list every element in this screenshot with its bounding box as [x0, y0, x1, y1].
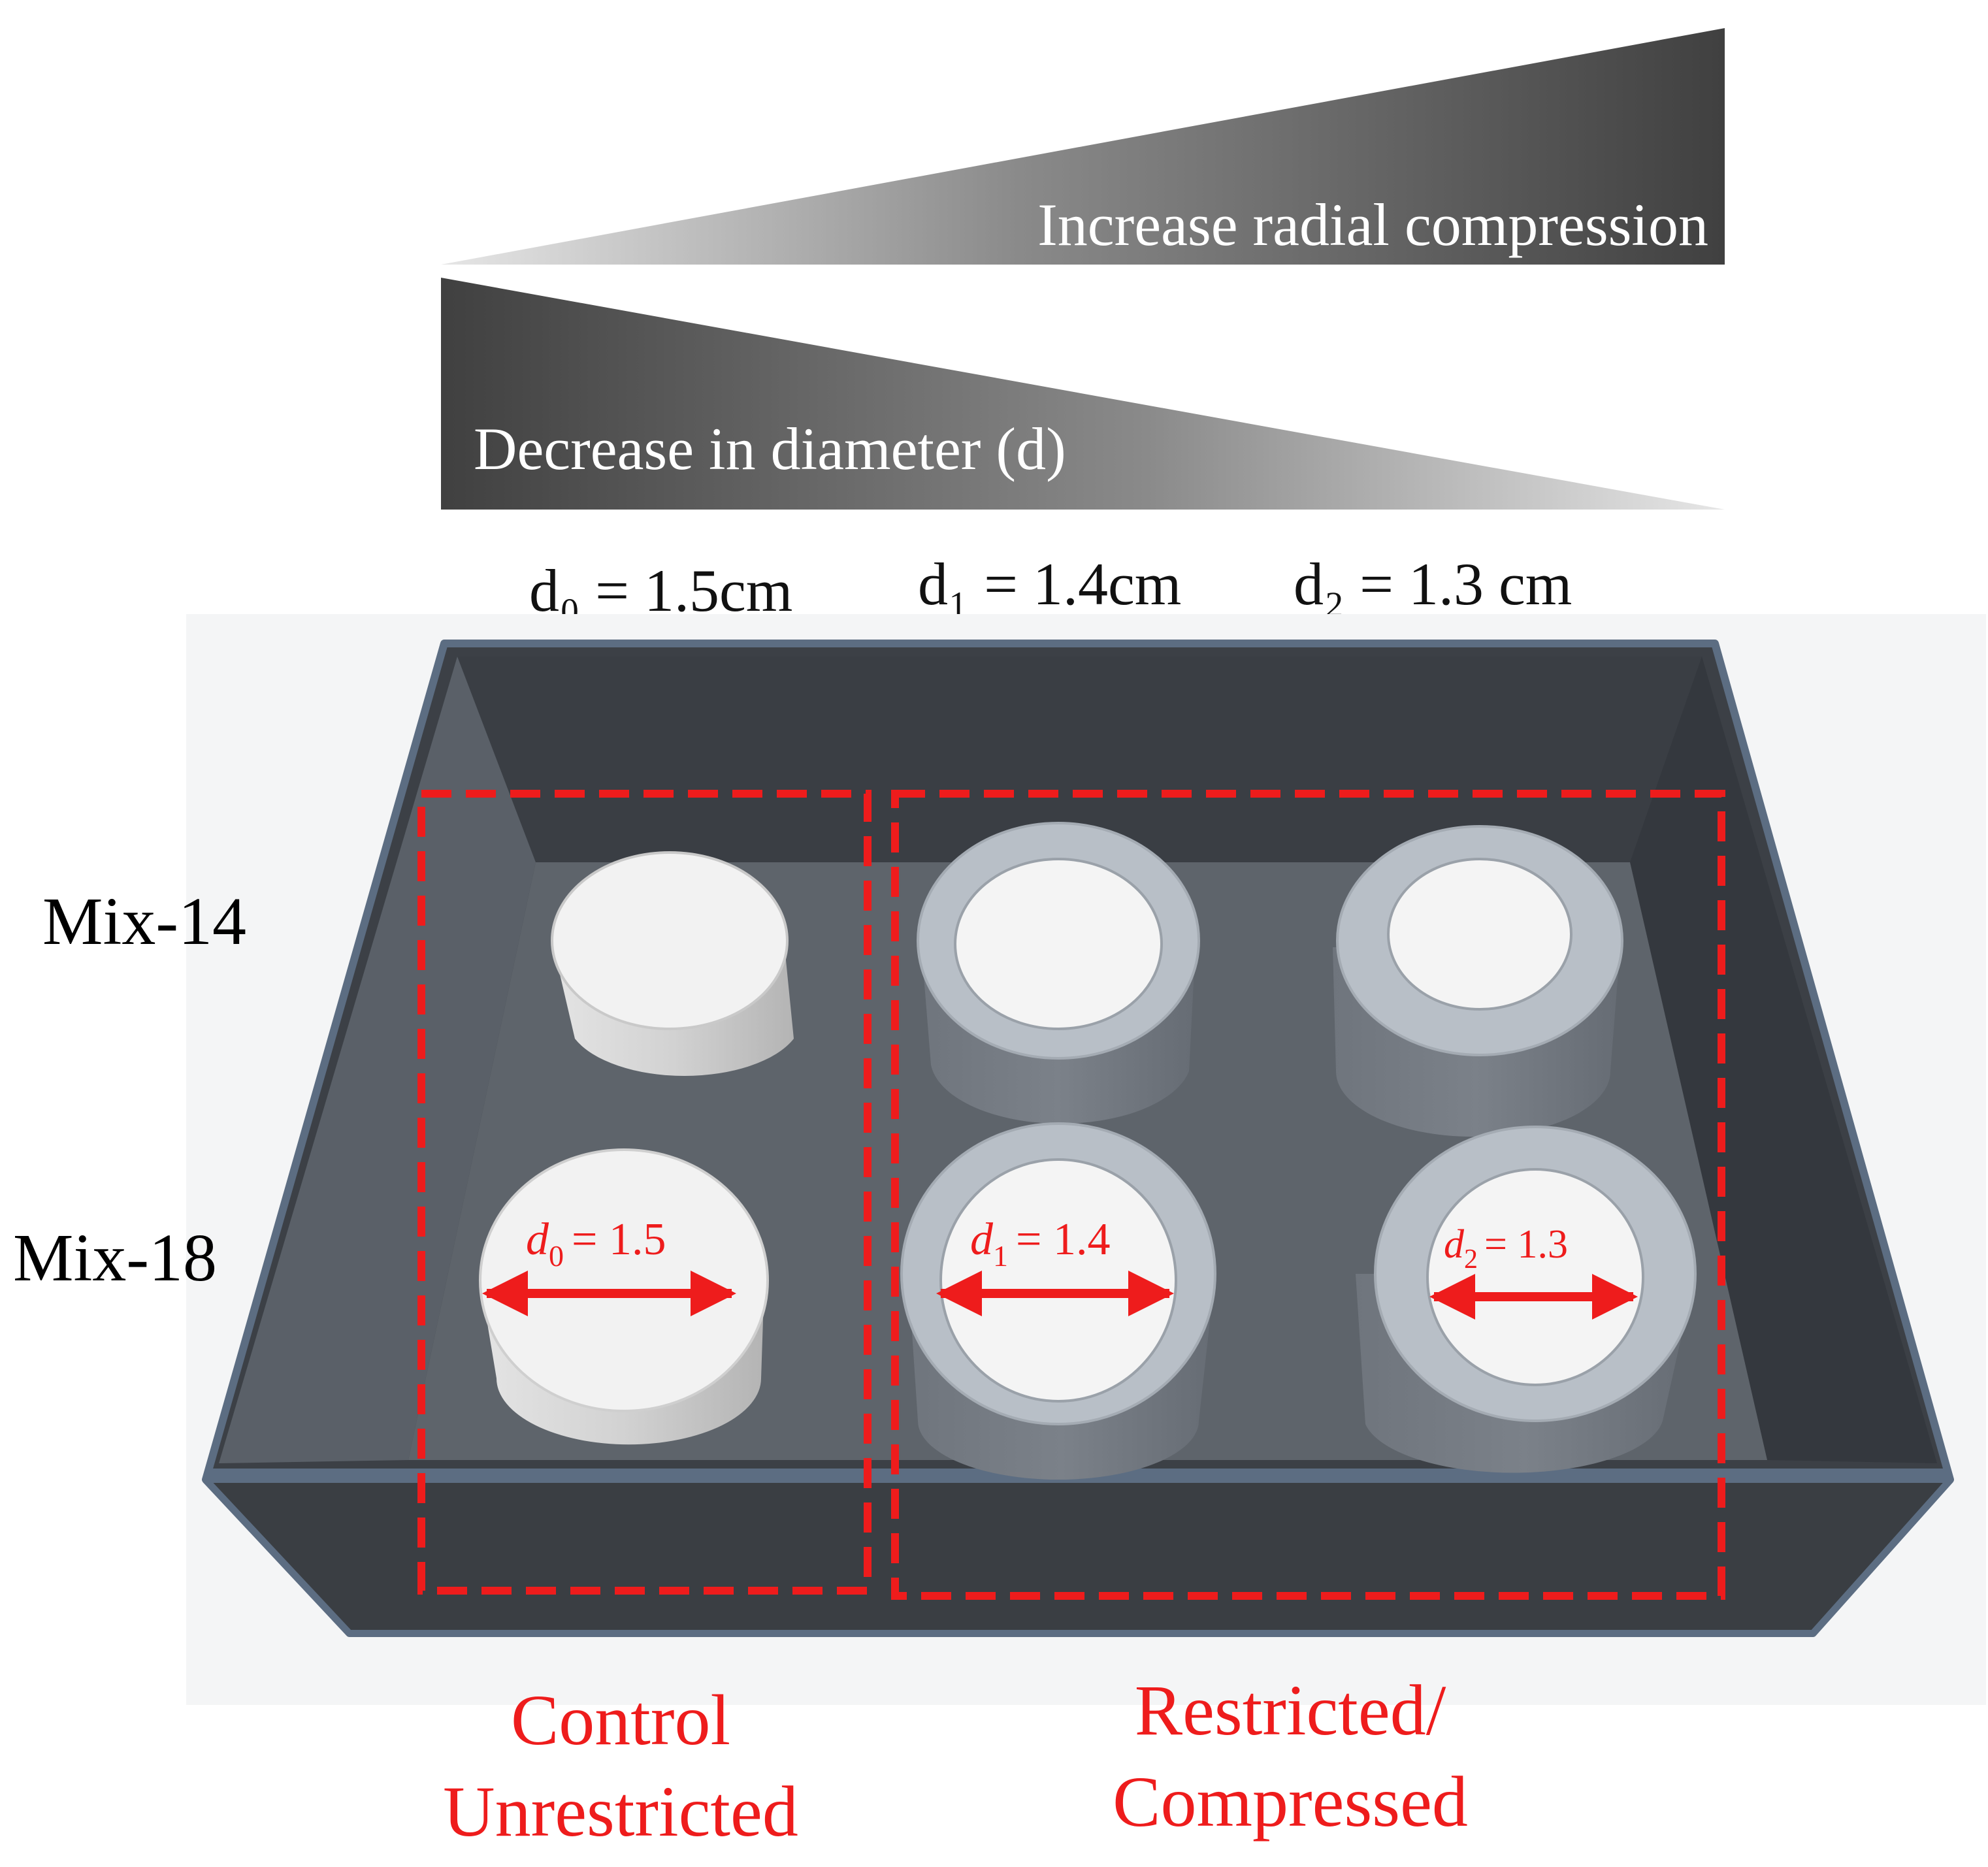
- restricted-group-box: [891, 790, 1725, 1600]
- control-label-line2: Unrestricted: [443, 1772, 798, 1851]
- d2-column-label: d₂ = 1.3 cm: [1294, 551, 1572, 617]
- measure-d2-label: d2= 1.3: [1444, 1222, 1568, 1274]
- sample-control-mix14: [551, 851, 794, 1077]
- ring-d1-mix14: [917, 822, 1200, 1124]
- row-label-mix18: Mix-18: [13, 1220, 217, 1295]
- group-labels: Control Unrestricted Restricted/ Compres…: [443, 1670, 1468, 1851]
- d0-column-label: d₀ = 1.5cm: [529, 557, 792, 624]
- restricted-label-line2: Compressed: [1113, 1762, 1468, 1842]
- row-label-mix14: Mix-14: [42, 884, 246, 959]
- measurement-arrows: [482, 1271, 1638, 1320]
- increase-compression-label: Increase radial compression: [1037, 191, 1708, 258]
- sample-control-mix18: [479, 1148, 769, 1445]
- control-label-line1: Control: [511, 1680, 730, 1760]
- measure-d1-label: d1= 1.4: [970, 1214, 1110, 1273]
- decrease-diameter-label: Decrease in diameter (d): [474, 415, 1066, 482]
- diameter-wedge: Decrease in diameter (d): [441, 278, 1725, 510]
- ring-d1-mix18: [900, 1122, 1216, 1480]
- control-group-box: [417, 790, 872, 1595]
- measurement-labels: d0= 1.5 d1= 1.4 d2= 1.3: [526, 1214, 1568, 1274]
- restricted-label-line1: Restricted/: [1135, 1670, 1446, 1750]
- ring-d2-mix14: [1333, 825, 1623, 1137]
- compression-wedge: Increase radial compression: [441, 28, 1725, 265]
- column-labels: d₀ = 1.5cm d₁ = 1.4cm d₂ = 1.3 cm: [529, 551, 1572, 624]
- d1-column-label: d₁ = 1.4cm: [918, 551, 1181, 617]
- measure-d0-label: d0= 1.5: [526, 1214, 666, 1273]
